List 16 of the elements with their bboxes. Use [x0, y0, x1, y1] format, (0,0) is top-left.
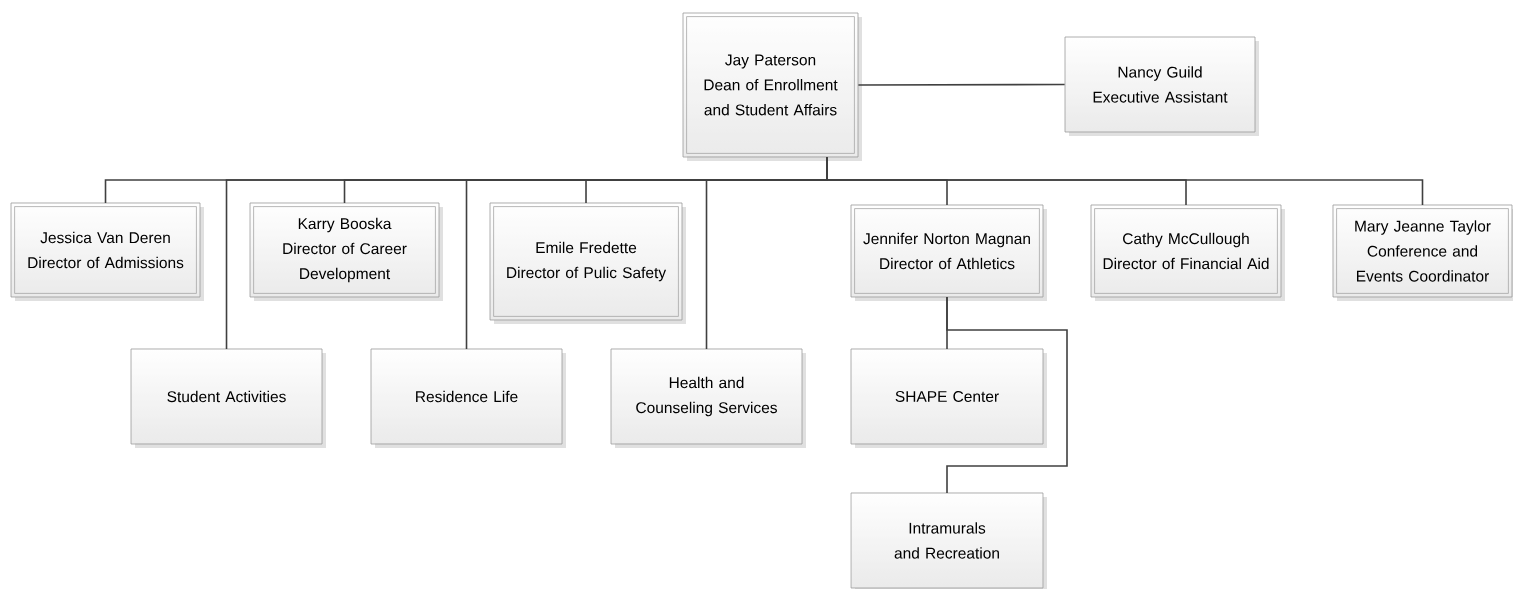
org-box: Jennifer Norton Magnan Director of Athletics [850, 204, 1047, 301]
connector-line [826, 156, 1424, 206]
org-box: Karry Booska Director of Career Development [249, 202, 443, 301]
org-box: Mary Jeanne Taylor Conference and Events Coordinator [1332, 204, 1513, 301]
org-box: Intramurals and Recreation [850, 492, 1047, 589]
org-box: SHAPE Center [850, 348, 1047, 448]
org-box: Residence Life [370, 348, 566, 448]
org-box: Cathy McCullough Director of Financial Aid [1090, 204, 1285, 301]
org-box: Emile Fredette Director of Pulic Safety [489, 202, 686, 324]
connector-line [946, 296, 1068, 494]
connector-line [857, 83, 1066, 86]
org-box: Student Activities [130, 348, 326, 448]
org-box: Nancy Guild Executive Assistant [1064, 36, 1259, 136]
org-box: Health and Counseling Services [610, 348, 806, 448]
org-box: Jessica Van Deren Director of Admissions [10, 202, 204, 301]
org-box: Jay Paterson Dean of Enrollment and Student Affairs [682, 12, 862, 161]
